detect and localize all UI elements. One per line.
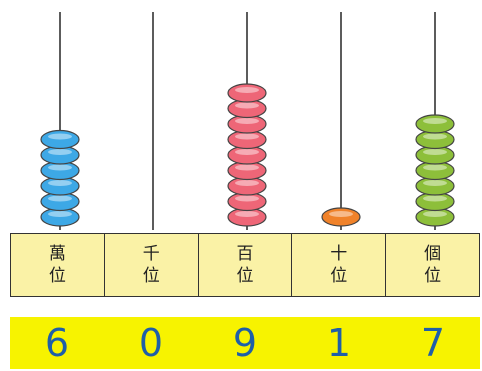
bead-highlight (235, 133, 259, 140)
bead-highlight (423, 118, 447, 124)
place-cell-tens: 十 位 (292, 234, 387, 296)
bead-tens (321, 207, 361, 227)
place-label-top: 十 (330, 244, 348, 264)
bead-highlight (329, 211, 353, 217)
place-label-top: 萬 (48, 244, 66, 264)
bead-highlight (235, 164, 259, 171)
place-label-bottom: 位 (236, 266, 254, 286)
bead-highlight (48, 164, 72, 171)
bead-highlight (423, 133, 447, 140)
bead-highlight (423, 211, 447, 217)
bead-highlight (235, 87, 259, 93)
bead-highlight (235, 118, 259, 124)
place-label-bottom: 位 (330, 266, 348, 286)
bead-highlight (235, 211, 259, 217)
bead-highlight (48, 211, 72, 217)
place-label-bottom: 位 (142, 266, 160, 286)
bead-highlight (235, 195, 259, 202)
beads-group (40, 83, 455, 227)
bead-highlight (423, 195, 447, 202)
bead-highlight (235, 102, 259, 109)
abacus-rods (40, 12, 455, 230)
bead-highlight (235, 180, 259, 186)
place-cell-thousands: 千 位 (105, 234, 199, 296)
bead-highlight (423, 180, 447, 186)
place-label-bottom: 位 (48, 266, 66, 286)
digit-row: 6 0 9 1 7 (10, 317, 480, 369)
place-cell-ones: 個 位 (386, 234, 479, 296)
place-label-bottom: 位 (424, 266, 442, 286)
bead-highlight (235, 149, 259, 155)
place-cell-hundreds: 百 位 (199, 234, 293, 296)
place-value-row: 萬 位 千 位 百 位 十 位 個 位 (10, 233, 480, 297)
bead-highlight (423, 164, 447, 171)
digit-thousands: 0 (138, 321, 164, 365)
bead-hundreds (227, 83, 267, 103)
bead-highlight (423, 149, 447, 155)
place-cell-ten-thousands: 萬 位 (11, 234, 105, 296)
bead-ten-thousands (40, 129, 80, 150)
bead-highlight (48, 180, 72, 186)
place-label-top: 個 (424, 244, 442, 264)
digit-ten-thousands: 6 (44, 321, 70, 365)
bead-ones (415, 114, 455, 134)
bead-highlight (48, 149, 72, 155)
place-label-top: 百 (236, 244, 254, 264)
digit-tens: 1 (326, 321, 352, 365)
digit-ones: 7 (420, 321, 446, 365)
digit-hundreds: 9 (232, 321, 258, 365)
bead-highlight (48, 133, 72, 140)
bead-highlight (48, 195, 72, 202)
place-label-top: 千 (142, 244, 160, 264)
